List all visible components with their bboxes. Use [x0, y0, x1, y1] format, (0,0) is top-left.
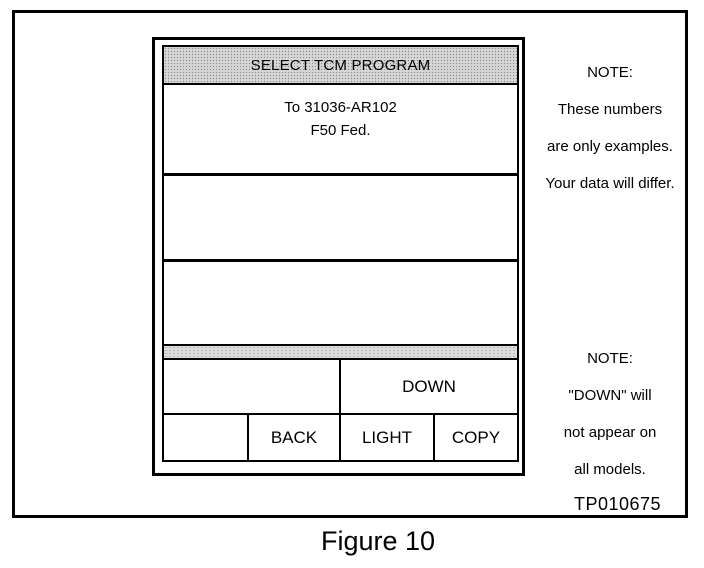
screen-divider [164, 344, 517, 360]
note-line: These numbers [557, 101, 663, 118]
program-list-item-3[interactable] [164, 262, 517, 346]
note-line: Your data will differ. [545, 175, 675, 192]
figure-caption: Figure 10 [320, 526, 436, 556]
note-heading: NOTE: [587, 64, 633, 81]
note-heading: NOTE: [587, 350, 633, 367]
copy-button[interactable]: COPY [435, 415, 517, 460]
down-button[interactable]: DOWN [341, 360, 517, 415]
softkey-blank-bottom-left[interactable] [164, 415, 249, 460]
light-button[interactable]: LIGHT [341, 415, 435, 460]
screen-title-bar: SELECT TCM PROGRAM [164, 47, 517, 85]
program-list-item-1[interactable]: To 31036-AR102 F50 Fed. [164, 85, 517, 176]
figure-code: TP010675 [574, 494, 662, 514]
screen-title: SELECT TCM PROGRAM [250, 56, 431, 74]
note-line: all models. [574, 461, 646, 478]
note-examples: NOTE: These numbers are only examples. Y… [530, 54, 690, 202]
program-line-1: To 31036-AR102 [284, 99, 397, 116]
note-line: not appear on [563, 424, 657, 441]
program-list-item-2[interactable] [164, 176, 517, 262]
back-button[interactable]: BACK [249, 415, 341, 460]
program-line-2: F50 Fed. [310, 122, 371, 139]
note-down-availability: NOTE: "DOWN" will not appear on all mode… [530, 340, 690, 488]
softkey-blank-top-left[interactable] [164, 360, 341, 415]
note-line: "DOWN" will [568, 387, 652, 404]
device-screen: SELECT TCM PROGRAM To 31036-AR102 F50 Fe… [162, 45, 519, 462]
note-line: are only examples. [547, 138, 673, 155]
